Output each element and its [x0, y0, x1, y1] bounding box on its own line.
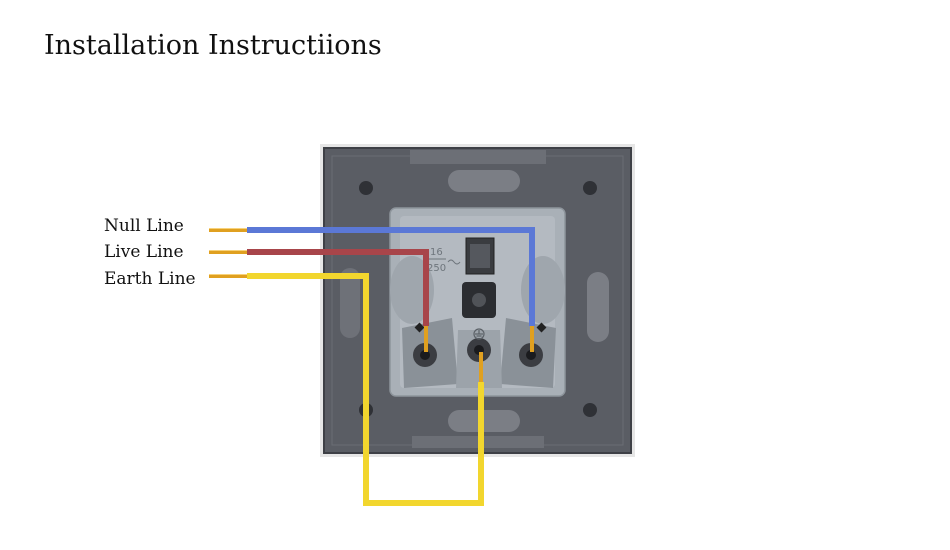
screw-hole-icon: [583, 403, 597, 417]
rating-bottom-text: 250: [427, 263, 446, 274]
screw-hole-icon: [583, 181, 597, 195]
socket-body: 16 250: [389, 207, 566, 397]
page-title: Installation Instructiions: [44, 30, 382, 61]
null-line-label: Null Line: [104, 216, 184, 236]
live-line-label: Live Line: [104, 242, 184, 262]
tilde-icon: [447, 259, 461, 265]
earth-wire: [247, 273, 484, 506]
rating-top-text: 16: [430, 247, 443, 258]
live-wire: [247, 249, 429, 326]
earth-line-label: Earth Line: [104, 269, 196, 289]
null-wire: [247, 227, 535, 326]
screw-hole-icon: [359, 181, 373, 195]
ground-icon: [473, 328, 485, 340]
wires: [209, 227, 535, 506]
